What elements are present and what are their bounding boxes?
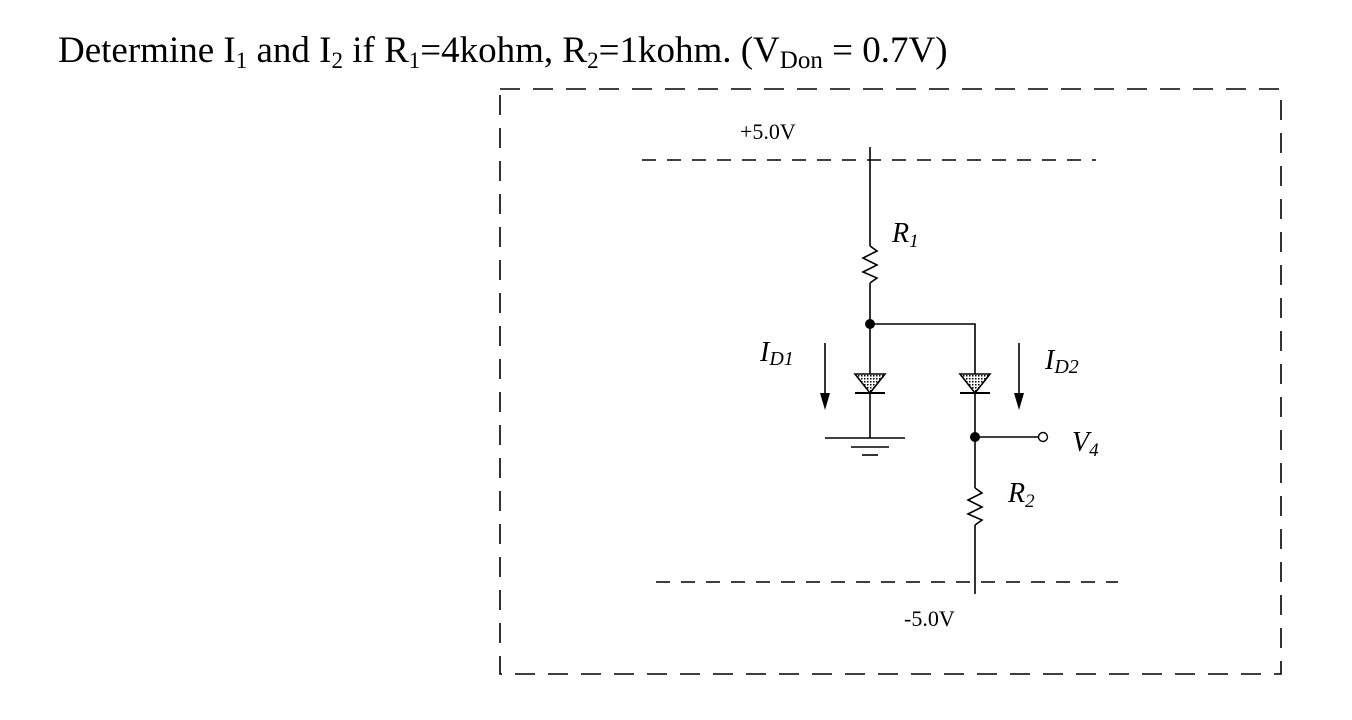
r2-label: R2 [1007,478,1035,512]
id1-arrow-icon [820,343,830,410]
r2-value: =1kohm. (V [598,30,780,71]
question-prefix: Determine I [58,30,236,71]
question-if-r: if R [342,30,409,71]
outer-dashed-frame [499,88,1282,675]
i1-subscript: 1 [235,48,248,73]
positive-supply-label: +5.0V [740,119,796,144]
r1-value: =4kohm, R [420,30,588,71]
question-and: and I [247,30,332,71]
vdon-subscript: Don [779,47,823,74]
ground-symbol [825,437,905,456]
diode-d2 [958,373,992,395]
diode-d1 [853,373,887,395]
wire-node-to-right-branch [870,323,976,374]
v4-label: V4 [1072,427,1099,461]
id2-arrow-icon [1014,343,1024,410]
question-text: Determine I1 and I2 if R1=4kohm, R2=1koh… [58,26,948,76]
negative-supply-label: -5.0V [904,606,955,631]
r1-subscript: 1 [408,48,421,73]
resistor-r2 [966,487,984,526]
r2-subscript: 2 [587,48,599,73]
resistor-r1 [861,245,879,284]
r1-label: R1 [891,218,919,252]
i2-subscript: 2 [331,48,343,73]
v4-terminal [1037,431,1049,443]
id1-label: ID1 [759,337,794,370]
id2-label: ID2 [1044,345,1079,378]
vdon-value: = 0.7V) [822,30,948,71]
